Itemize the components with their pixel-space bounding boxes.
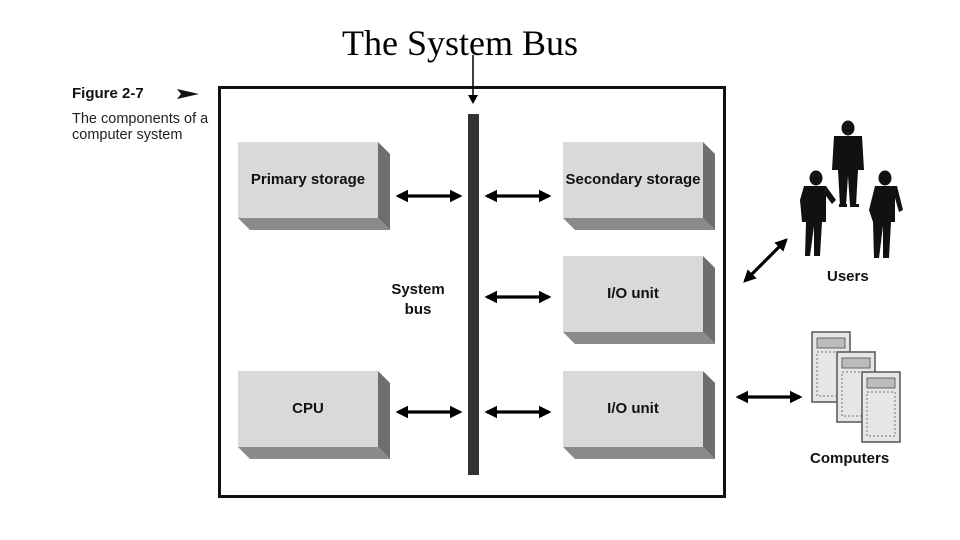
computers-label: Computers <box>810 450 890 467</box>
cpu-box: CPU <box>238 371 390 459</box>
users-label: Users <box>827 268 869 285</box>
figure-label: Figure 2-7 <box>72 85 144 102</box>
io-unit-box-2: I/O unit <box>563 371 715 459</box>
figure-pointer-icon <box>177 89 199 99</box>
io-unit-label-1: I/O unit <box>607 285 659 302</box>
secondary-storage-box: Secondary storage <box>563 142 715 230</box>
slide-title: The System Bus <box>341 23 578 63</box>
primary-storage-box: Primary storage <box>238 142 390 230</box>
title-pointer-arrowhead <box>468 95 478 104</box>
system-bus-bar <box>468 114 479 475</box>
primary-storage-label: Primary storage <box>250 171 366 188</box>
secondary-storage-label: Secondary storage <box>565 171 701 188</box>
cpu-label: CPU <box>292 400 324 417</box>
arrow-system-users <box>743 238 788 283</box>
figure-caption: The components of a computer system <box>72 111 209 143</box>
system-frame <box>218 86 726 498</box>
io-unit-box-1: I/O unit <box>563 256 715 344</box>
system-bus-label: System bus <box>391 281 445 318</box>
computers-icon <box>811 331 901 443</box>
io-unit-label-2: I/O unit <box>607 400 659 417</box>
users-icon <box>800 120 903 258</box>
